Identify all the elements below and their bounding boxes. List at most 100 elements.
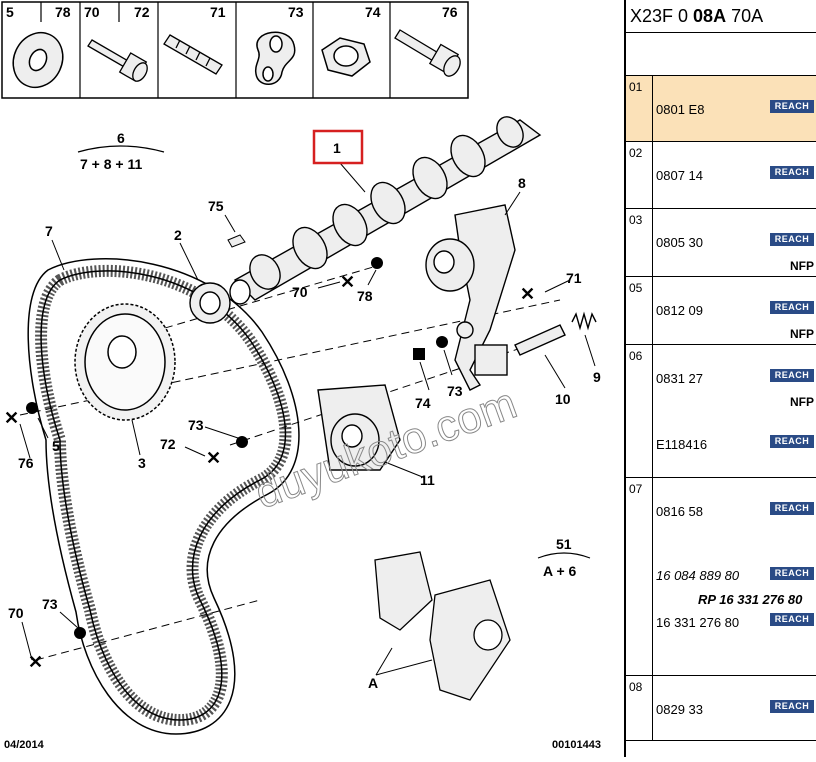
reach-badge: REACH xyxy=(770,100,814,113)
key-75-drawing xyxy=(227,234,246,248)
ref-row-01[interactable]: 01 0801 E8 REACH xyxy=(626,75,816,141)
row-reference: 0801 E8 xyxy=(656,102,705,117)
svg-text:✕: ✕ xyxy=(4,408,19,428)
callout-1-highlight xyxy=(312,129,364,165)
reach-badge: REACH xyxy=(770,301,814,314)
reach-badge: REACH xyxy=(770,567,814,580)
callout-51[interactable]: 51 xyxy=(556,536,572,552)
part-label-74: 74 xyxy=(365,4,381,20)
callout-73-mid[interactable]: 73 xyxy=(188,417,204,433)
footer-date: 04/2014 xyxy=(4,739,45,751)
part-label-73: 73 xyxy=(288,4,304,20)
callout-8[interactable]: 8 xyxy=(518,175,526,191)
header-prefix: X23F 0 xyxy=(630,6,694,26)
svg-text:✕: ✕ xyxy=(340,272,355,292)
ref-row-07[interactable]: 07 0816 58 REACH 16 084 889 80 REACH RP … xyxy=(626,477,816,675)
model-header: X23F 0 08A 70A xyxy=(626,0,816,33)
stud-72-drawing xyxy=(163,34,223,75)
callout-11[interactable]: 11 xyxy=(420,472,435,488)
row-reference: 0829 33 xyxy=(656,702,703,717)
row-reference-old: 16 084 889 80 xyxy=(656,568,740,583)
fastener-markers: ✕ ✕ ✕ ✕ ✕ xyxy=(4,257,535,672)
brace-51 xyxy=(537,552,591,559)
row-index: 05 xyxy=(629,281,643,295)
ref-row-03[interactable]: 03 0805 30 REACH NFP xyxy=(626,208,816,276)
camshaft-drawing xyxy=(229,116,542,305)
washer-drawing xyxy=(12,31,64,89)
reach-badge: REACH xyxy=(770,435,814,448)
callout-75[interactable]: 75 xyxy=(208,198,224,214)
callout-76[interactable]: 76 xyxy=(18,455,34,471)
svg-text:✕: ✕ xyxy=(28,652,43,672)
row-reference: 0805 30 xyxy=(656,235,703,250)
seal-drawing xyxy=(189,282,231,324)
header-variant: 08A xyxy=(693,6,727,26)
callout-70-top[interactable]: 70 xyxy=(292,284,308,300)
ref-row-06[interactable]: 06 0831 27 REACH NFP E118416 REACH xyxy=(626,344,816,477)
callout-5[interactable]: 5 xyxy=(52,438,60,454)
nfp-label: NFP xyxy=(790,327,814,341)
callout-2[interactable]: 2 xyxy=(174,227,182,243)
callout-51-formula: A + 6 xyxy=(543,563,577,579)
svg-text:✕: ✕ xyxy=(520,284,535,304)
row-reference: 0816 58 xyxy=(656,504,703,519)
callout-72[interactable]: 72 xyxy=(160,436,176,452)
row-reference-new: 16 331 276 80 xyxy=(656,615,740,630)
bolt-76-drawing xyxy=(394,29,461,77)
row-index: 06 xyxy=(629,349,643,363)
row-reference-rp: RP 16 331 276 80 xyxy=(698,592,803,607)
row-reference: 0812 09 xyxy=(656,303,703,318)
idler-drawing xyxy=(317,384,401,471)
reach-badge: REACH xyxy=(770,166,814,179)
ref-row-05[interactable]: 05 0812 09 REACH NFP xyxy=(626,276,816,344)
reference-panel: X23F 0 08A 70A 01 0801 E8 REACH 02 0807 … xyxy=(624,0,816,757)
row-index: 07 xyxy=(629,482,643,496)
ref-row-08[interactable]: 08 0829 33 REACH xyxy=(626,675,816,741)
callout-70-bottom[interactable]: 70 xyxy=(8,605,24,621)
reach-badge: REACH xyxy=(770,700,814,713)
callout-3[interactable]: 3 xyxy=(138,455,146,471)
bracket-71-drawing xyxy=(254,31,296,85)
callout-78[interactable]: 78 xyxy=(357,288,373,304)
part-label-70: 70 xyxy=(84,4,100,20)
nfp-label: NFP xyxy=(790,395,814,409)
camshaft-pulley-drawing xyxy=(74,303,176,421)
callout-6-formula: 7 + 8 + 11 xyxy=(80,156,142,172)
callout-73-right[interactable]: 73 xyxy=(447,383,463,399)
part-label-78: 78 xyxy=(55,4,71,20)
callout-6[interactable]: 6 xyxy=(117,130,125,146)
part-label-5: 5 xyxy=(6,4,14,20)
parts-diagram: 5 78 70 72 71 73 74 76 xyxy=(1,1,601,751)
part-label-72: 72 xyxy=(134,4,150,20)
diagram-svg: 5 78 70 72 71 73 74 76 xyxy=(1,1,601,751)
callout-73-bottom[interactable]: 73 xyxy=(42,596,58,612)
reach-badge: REACH xyxy=(770,233,814,246)
callout-9[interactable]: 9 xyxy=(593,369,601,385)
brace-6 xyxy=(77,145,165,153)
reach-badge: REACH xyxy=(770,613,814,626)
bolt-70-drawing xyxy=(87,39,148,82)
callout-71[interactable]: 71 xyxy=(566,270,582,286)
row-index: 02 xyxy=(629,146,643,160)
callout-A[interactable]: A xyxy=(368,675,378,691)
row-index: 08 xyxy=(629,680,643,694)
svg-text:✕: ✕ xyxy=(206,448,221,468)
row-index: 01 xyxy=(629,80,643,94)
reach-badge: REACH xyxy=(770,502,814,515)
row-index: 03 xyxy=(629,213,643,227)
callout-10[interactable]: 10 xyxy=(555,391,571,407)
leader-lines xyxy=(19,162,596,676)
row-reference: 0807 14 xyxy=(656,168,703,183)
part-label-76: 76 xyxy=(442,4,458,20)
nut-74-drawing xyxy=(321,37,371,77)
callout-74[interactable]: 74 xyxy=(415,395,431,411)
water-pump-drawing xyxy=(374,551,511,701)
reach-badge: REACH xyxy=(770,369,814,382)
callout-1[interactable]: 1 xyxy=(333,140,341,156)
timing-belt-drawing xyxy=(27,258,300,735)
tensioner-drawing xyxy=(425,204,516,391)
callout-7[interactable]: 7 xyxy=(45,223,53,239)
spring-drawing xyxy=(514,311,597,356)
ref-row-02[interactable]: 02 0807 14 REACH xyxy=(626,141,816,208)
footer-code: 00101443 xyxy=(552,739,601,751)
